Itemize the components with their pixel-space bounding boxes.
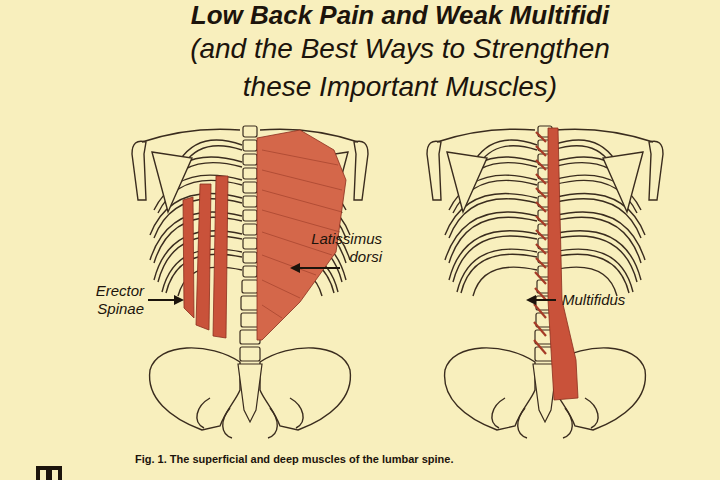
figure-caption: Fig. 1. The superficial and deep muscles…	[135, 452, 705, 466]
leader-arrow	[528, 299, 556, 301]
leader-arrow	[292, 267, 340, 269]
muscle-label: Multifidus	[562, 291, 672, 309]
leader-arrow	[148, 299, 182, 301]
muscle-label: Erector Spinae	[80, 282, 144, 318]
title: Low Back Pain and Weak Multifidi	[90, 0, 710, 30]
logo-icon	[36, 466, 62, 480]
subtitle: (and the Best Ways to Strengthen these I…	[170, 30, 630, 106]
erector-spinae-muscle	[183, 176, 228, 338]
multifidus-muscle	[534, 128, 578, 400]
muscle-label: Latissimus dorsi	[300, 230, 382, 266]
